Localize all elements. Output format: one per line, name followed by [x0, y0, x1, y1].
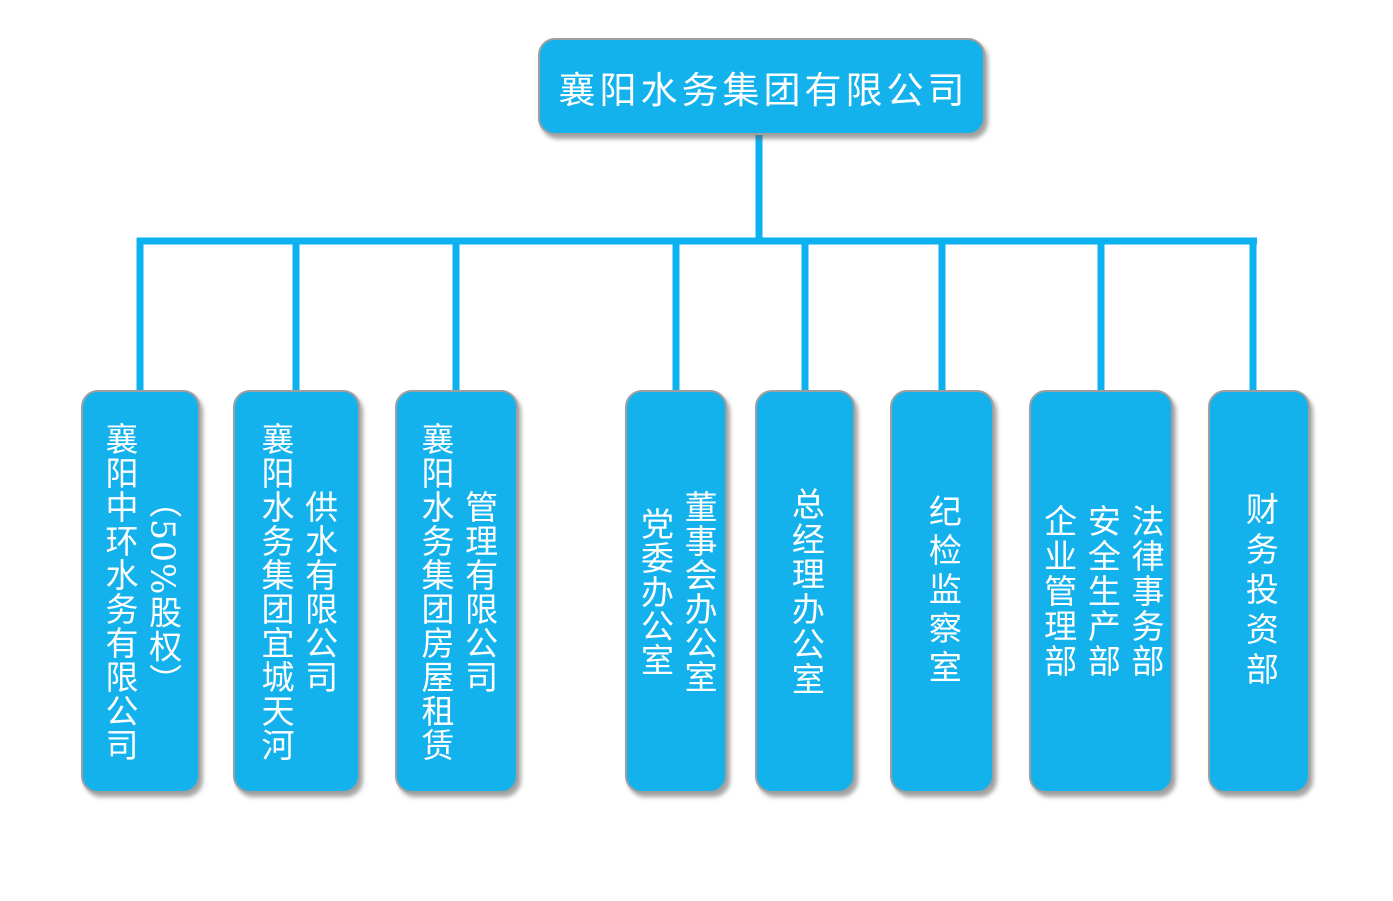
org-node-root[interactable]: 襄阳水务集团有限公司 — [538, 38, 985, 135]
node-column-text: 管理有限公司 — [459, 489, 499, 694]
org-node-legal-safety-enterprise-depts[interactable]: 企业管理部 安全生产部 法律事务部 — [1029, 390, 1173, 793]
org-node-yicheng-tianhe-water[interactable]: 襄阳水务集团宜城天河 供水有限公司 — [233, 390, 360, 793]
node-column-text: 董事会办公室 — [679, 489, 719, 694]
node-column-text: 襄阳中环水务有限公司 — [100, 421, 139, 762]
node-column-text: 法律事务部 — [1125, 504, 1165, 679]
org-node-gm-office[interactable]: 总经理办公室 — [755, 390, 855, 793]
org-node-finance-investment[interactable]: 财务投资部 — [1208, 390, 1310, 793]
org-node-discipline-inspection[interactable]: 纪检监察室 — [890, 390, 994, 793]
node-column-text: 纪检监察室 — [923, 494, 963, 689]
node-column-text: 襄阳水务集团房屋租赁 — [416, 421, 455, 762]
node-column-text: 襄阳水务集团宜城天河 — [256, 421, 295, 762]
node-column-text: 党委办公室 — [635, 506, 675, 677]
node-column-text: 安全生产部 — [1082, 504, 1122, 679]
org-node-root-label: 襄阳水务集团有限公司 — [558, 68, 969, 112]
node-column-text: 企业管理部 — [1038, 504, 1078, 679]
node-column-text: 总经理办公室 — [786, 486, 826, 697]
node-column-text: 财务投资部 — [1240, 491, 1280, 692]
org-node-party-board-office[interactable]: 党委办公室 董事会办公室 — [625, 390, 727, 793]
node-column-text: （50%股权） — [143, 485, 183, 698]
node-column-text: 供水有限公司 — [299, 489, 339, 694]
org-node-zhonghuan-water[interactable]: 襄阳中环水务有限公司 （50%股权） — [81, 390, 200, 793]
org-node-housing-rental[interactable]: 襄阳水务集团房屋租赁 管理有限公司 — [395, 390, 518, 793]
